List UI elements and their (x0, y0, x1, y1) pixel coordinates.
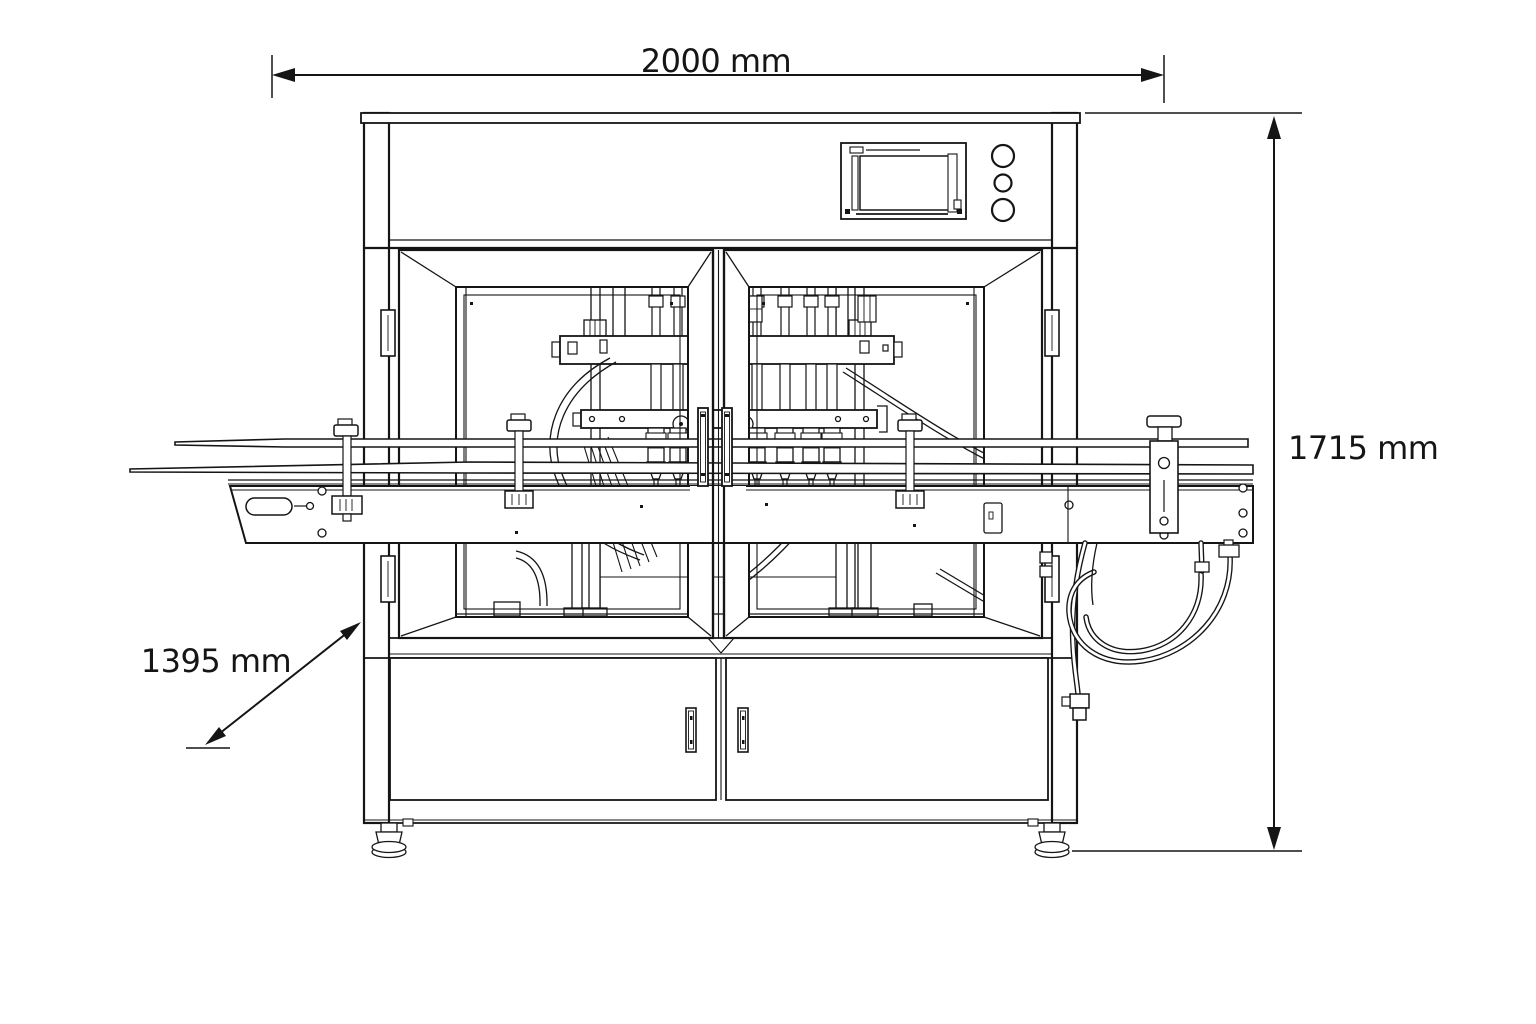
dimension-depth-label: 1395 mm (141, 642, 291, 680)
arrowhead-left-icon (272, 68, 295, 82)
dimension-height: 1715 mm (1072, 112, 1439, 852)
knurled-knob-left (583, 319, 607, 337)
cabinet-handle-left (685, 707, 697, 753)
door-handle-right (721, 407, 733, 487)
arrowhead-up-icon (1267, 116, 1281, 139)
dimension-width: 2000 mm (271, 42, 1165, 103)
machine-frame (360, 111, 1081, 859)
cabinet-handle-right (737, 707, 749, 753)
door-window-left (455, 286, 689, 618)
rail-clamp-outer-right (1146, 415, 1182, 534)
arrowhead-upper-icon (340, 622, 361, 640)
dimension-height-label: 1715 mm (1288, 429, 1438, 467)
hmi-button-top (990, 143, 1016, 169)
cabinet-door-left (389, 657, 717, 801)
hmi-buttons (990, 143, 1016, 223)
leveling-foot-left (371, 818, 414, 859)
guide-rail-lower (129, 461, 1254, 475)
hmi-button-middle (993, 173, 1013, 193)
hmi-screen (859, 155, 951, 211)
nozzle-mount-beam-left (551, 335, 697, 365)
arrowhead-lower-icon (205, 727, 226, 745)
hmi-panel (840, 142, 967, 220)
rail-clamp-outer-left (331, 418, 363, 522)
arrowhead-down-icon (1267, 827, 1281, 850)
rail-clamp-inner-left (504, 413, 534, 509)
rail-clamp-inner-right (895, 413, 925, 509)
power-plug (1061, 693, 1090, 721)
door-handles (697, 407, 733, 487)
dimension-width-label: 2000 mm (641, 42, 791, 80)
leveling-foot-right (1027, 818, 1070, 859)
door-hinges (380, 309, 1060, 603)
arrowhead-right-icon (1141, 68, 1164, 82)
hmi-button-bottom (990, 197, 1016, 223)
external-cables (1039, 539, 1240, 721)
conveyor-guide-rails (129, 438, 1254, 485)
dimension-depth: 1395 mm (141, 622, 361, 749)
conveyor-slot (245, 497, 293, 516)
door-handle-left (697, 407, 709, 487)
frame-top-cap (360, 112, 1081, 124)
guide-rail-upper (174, 438, 1249, 448)
door-window-right (748, 286, 985, 618)
cable-connector (1194, 561, 1210, 573)
guard-doors (380, 248, 1060, 640)
cable-connector (1218, 544, 1240, 558)
cabinet-door-right (725, 657, 1049, 801)
nozzle-mount-beam-right (743, 295, 903, 365)
dimension-line (209, 624, 358, 742)
rail-clamps (331, 413, 1182, 534)
bottom-cabinet (364, 657, 1077, 824)
